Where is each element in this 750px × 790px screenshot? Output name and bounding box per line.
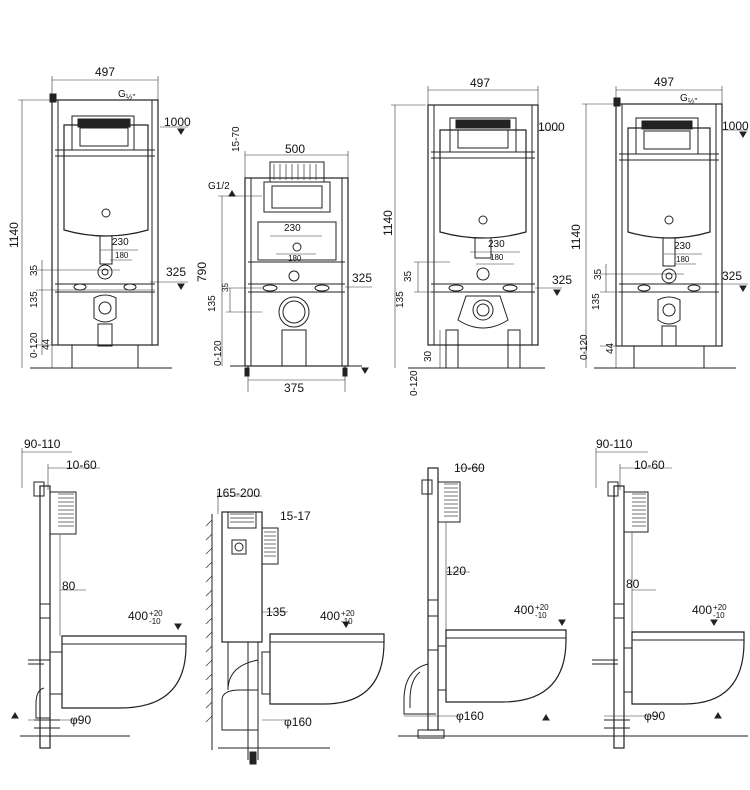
- offset-35-dimension: 35: [29, 264, 40, 276]
- flush-plate: [49, 491, 77, 535]
- offset-44-dimension: 44: [41, 338, 52, 350]
- cistern: [257, 221, 337, 261]
- width-230-dimension: 230: [674, 241, 691, 252]
- cistern: [63, 124, 149, 237]
- water-inlet-size: G½": [118, 89, 136, 102]
- flush-height-dimension: 1000: [538, 120, 565, 134]
- plate-depth-dimension: 10-60: [66, 458, 97, 472]
- floor-adjust-dimension: 0-120: [29, 332, 40, 358]
- seat-height-dimension: 400+20-10: [692, 603, 727, 620]
- width-375-dimension: 375: [284, 381, 305, 395]
- depth-120-dimension: 120: [446, 564, 467, 578]
- height-325-dimension: 325: [352, 271, 373, 285]
- offset-135-dimension: 135: [207, 295, 218, 312]
- seat-height-dimension: 400+20-10: [320, 609, 355, 626]
- wall-depth-dimension: 165-200: [216, 486, 261, 500]
- drain-pipe-diameter: φ90: [70, 713, 92, 727]
- wall-depth-dimension: 90-110: [24, 437, 61, 451]
- offset-135-dimension: 135: [29, 291, 40, 308]
- offset-30-dimension: 30: [423, 350, 434, 362]
- width-180-dimension: 180: [490, 253, 504, 262]
- floor-adjust-dimension: 0-120: [579, 334, 590, 360]
- offset-35-dimension: 35: [403, 270, 414, 282]
- side-view-1: [11, 448, 187, 749]
- offset-135-dimension: 135: [395, 291, 406, 308]
- width-dimension: 500: [285, 142, 306, 156]
- height-dimension: 790: [195, 261, 209, 282]
- toilet-bowl: [269, 633, 385, 705]
- plate-depth-dimension: 15-17: [280, 509, 311, 523]
- plate-depth-dimension: 10-60: [454, 461, 485, 475]
- width-180-dimension: 180: [676, 255, 690, 264]
- depth-80-dimension: 80: [626, 577, 640, 591]
- height-dimension: 1140: [7, 222, 21, 248]
- height-325-dimension: 325: [552, 273, 573, 287]
- floor-adjust-dimension: 0-120: [213, 340, 224, 366]
- seat-height-dimension: 400+20-10: [514, 603, 549, 620]
- cistern-logo: [478, 215, 488, 225]
- frame-profile: [613, 485, 625, 749]
- flush-offset-dimension: 15-70: [231, 126, 242, 152]
- height-325-dimension: 325: [166, 265, 187, 279]
- width-230-dimension: 230: [488, 239, 505, 250]
- flush-plate: [437, 481, 461, 523]
- front-view-3: [391, 86, 562, 369]
- offset-35-dimension: 35: [593, 268, 604, 280]
- flush-plate: [261, 527, 279, 565]
- water-inlet-size: G½": [680, 93, 698, 106]
- front-view-1: [18, 76, 188, 369]
- floor-adjust-dimension: 0-120: [409, 370, 420, 396]
- offset-35-dimension: 35: [221, 283, 230, 292]
- drain-pipe-diameter: φ160: [284, 715, 312, 729]
- water-inlet-size: G1/2: [208, 181, 230, 192]
- width-180-dimension: 180: [288, 254, 302, 263]
- toilet-bowl: [61, 635, 187, 709]
- seat-height-dimension: 400+20-10: [128, 609, 163, 626]
- flush-plate: [623, 491, 649, 533]
- cistern-logo: [664, 215, 674, 225]
- cistern-logo: [292, 242, 302, 252]
- frame-profile: [427, 467, 439, 731]
- drain-pipe-diameter: φ90: [644, 709, 666, 723]
- width-dimension: 497: [654, 75, 675, 89]
- cistern-logo: [101, 208, 111, 218]
- height-dimension: 1140: [569, 224, 583, 250]
- height-dimension: 1140: [381, 210, 395, 236]
- drain-pipe-diameter: φ160: [456, 709, 484, 723]
- toilet-bowl: [445, 629, 567, 703]
- frame-outline: [51, 99, 159, 346]
- offset-44-dimension: 44: [605, 342, 616, 354]
- front-view-2: [218, 151, 372, 392]
- cistern: [221, 511, 263, 643]
- offset-135-dimension: 135: [591, 293, 602, 310]
- depth-135-dimension: 135: [266, 605, 287, 619]
- width-dimension: 497: [95, 65, 116, 79]
- front-view-4: [582, 86, 748, 369]
- side-view-4: [592, 448, 748, 749]
- width-dimension: 497: [470, 76, 491, 90]
- frame-outline: [427, 104, 539, 346]
- width-230-dimension: 230: [284, 223, 301, 234]
- depth-80-dimension: 80: [62, 579, 76, 593]
- toilet-bowl: [631, 631, 745, 705]
- side-view-3: [398, 467, 600, 739]
- height-325-dimension: 325: [722, 269, 743, 283]
- plate-depth-dimension: 10-60: [634, 458, 665, 472]
- width-230-dimension: 230: [112, 237, 129, 248]
- wall-depth-dimension: 90-110: [596, 437, 633, 451]
- width-180-dimension: 180: [115, 251, 129, 260]
- frame-profile: [39, 485, 51, 749]
- flush-height-dimension: 1000: [164, 115, 191, 129]
- cistern: [439, 129, 527, 239]
- side-view-2: [205, 492, 385, 765]
- flush-height-dimension: 1000: [722, 119, 749, 133]
